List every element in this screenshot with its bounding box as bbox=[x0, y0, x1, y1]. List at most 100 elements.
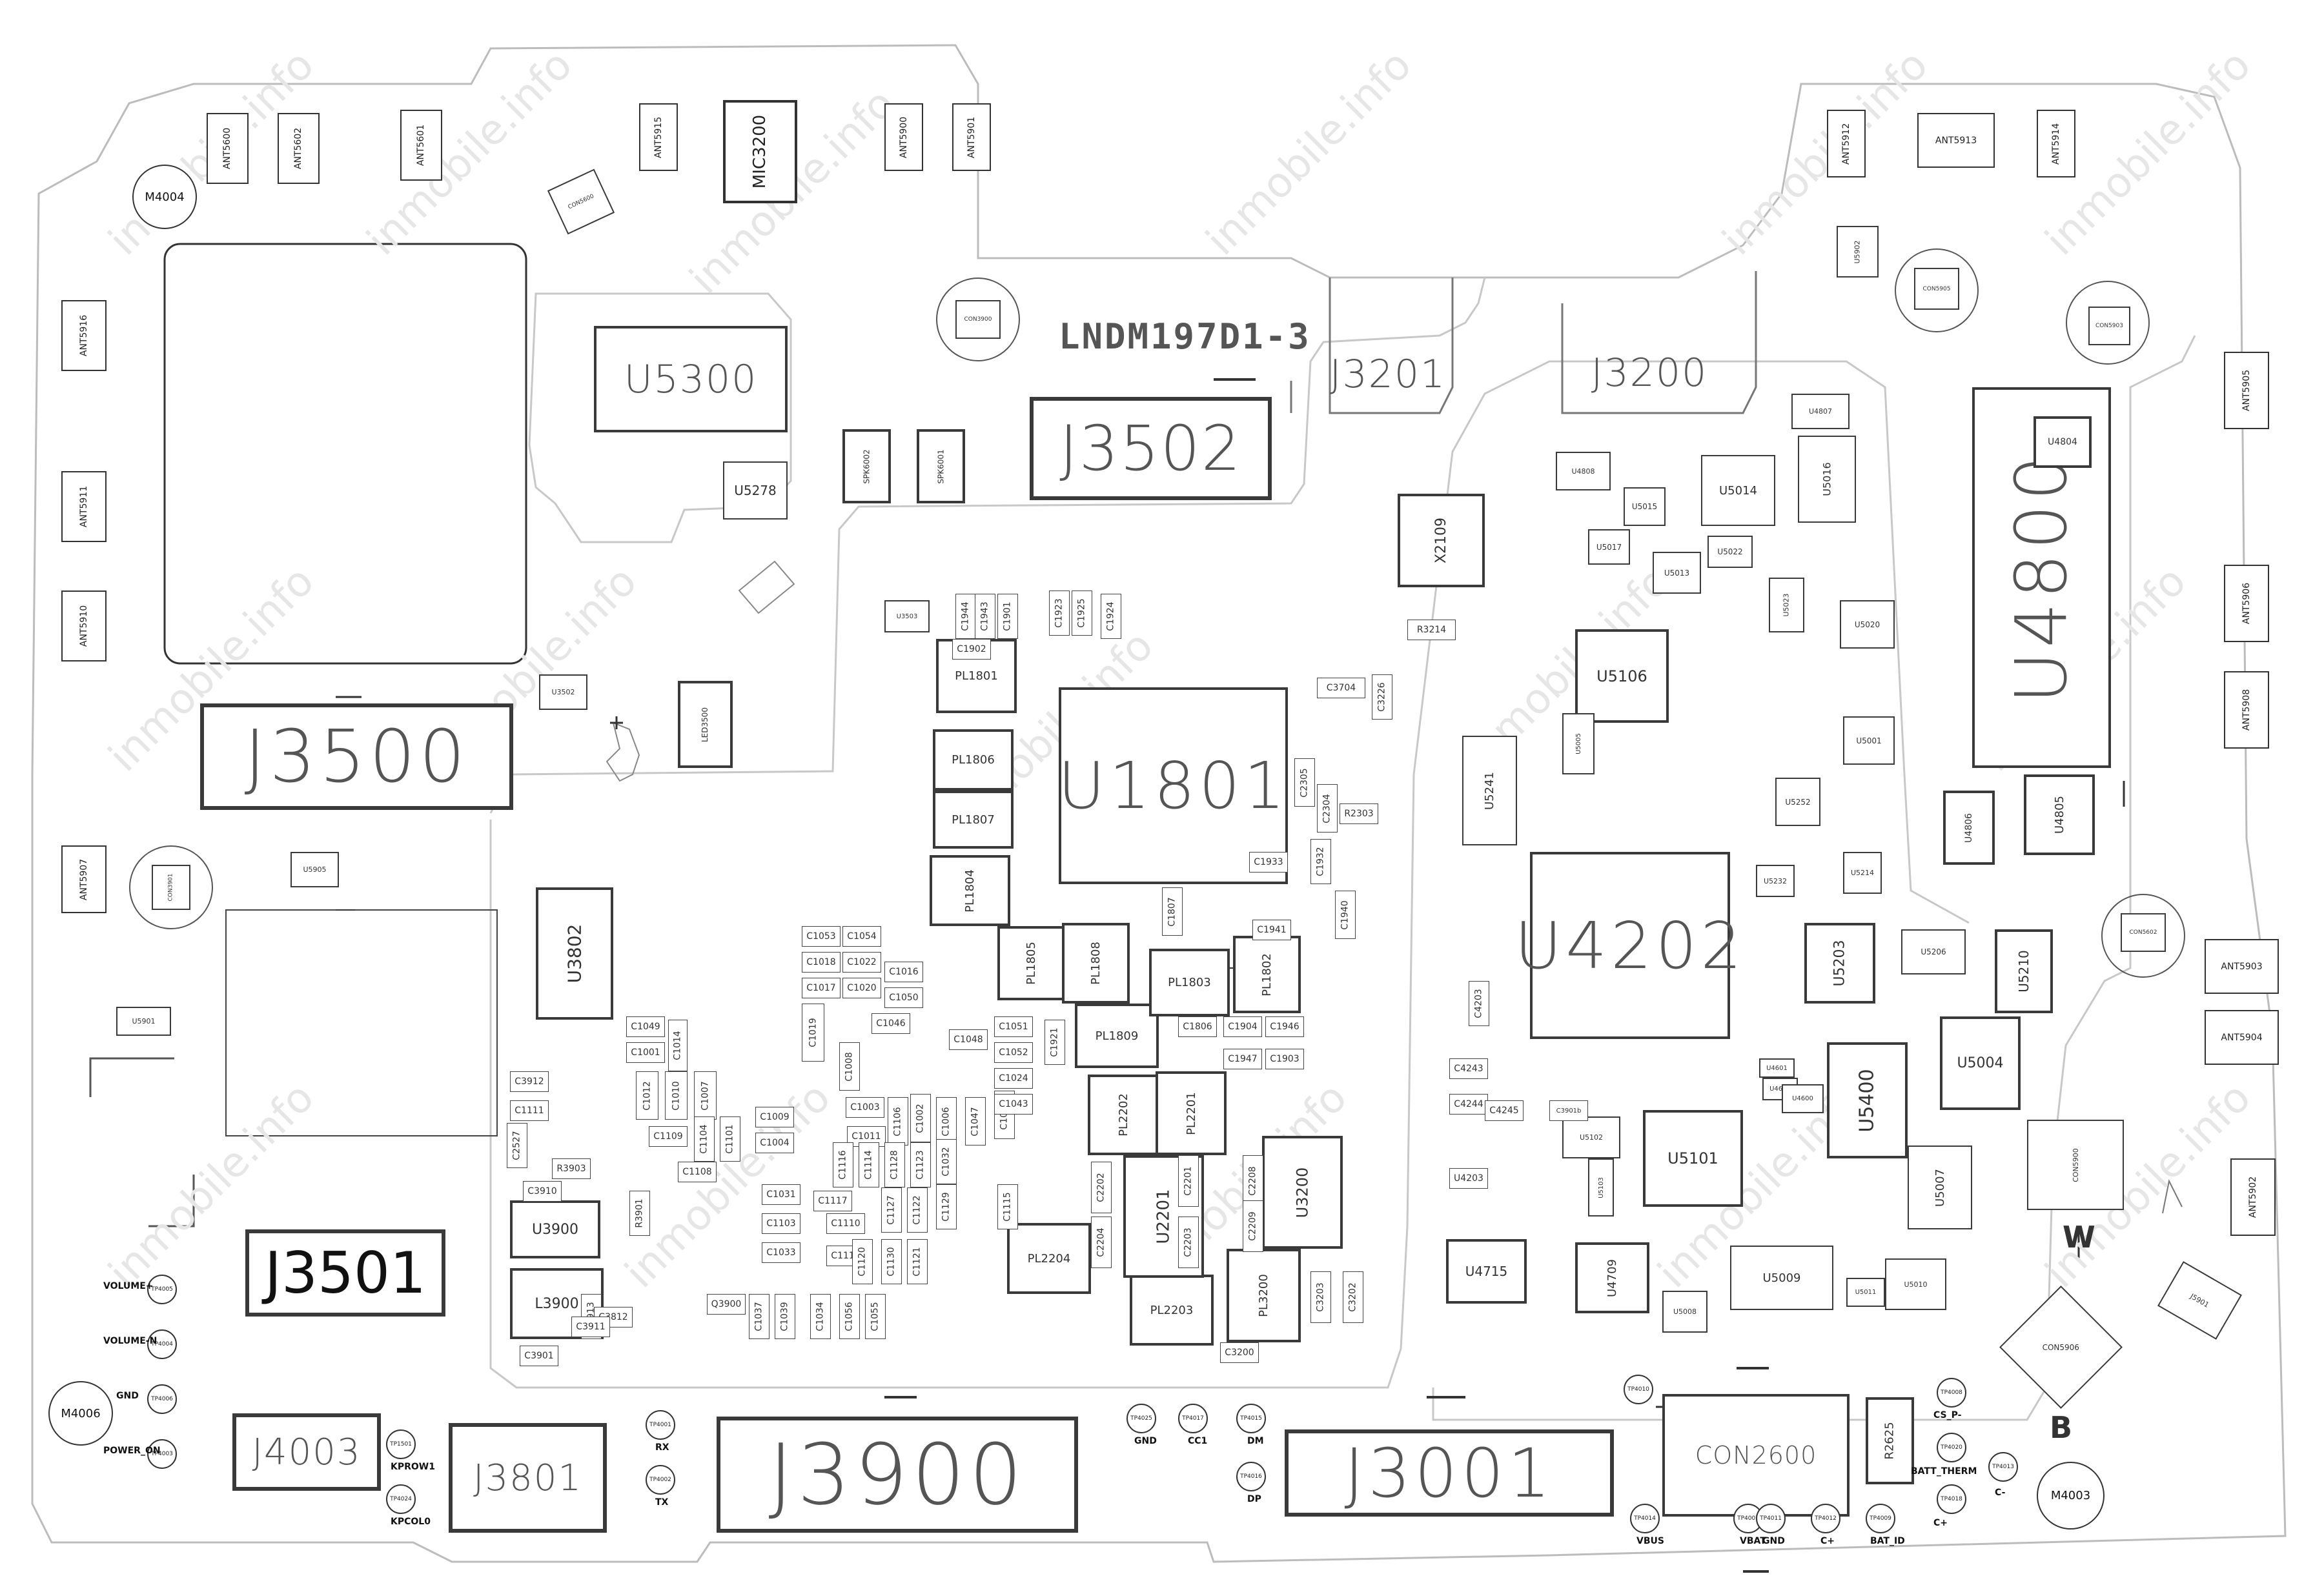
antenna-pad: ANT5905 bbox=[2224, 352, 2269, 429]
passive-component: C1925 bbox=[1072, 591, 1092, 636]
passive-component-label: C1116 bbox=[838, 1150, 848, 1180]
test-point: TP4013 bbox=[1988, 1452, 2018, 1482]
passive-component: C1944 bbox=[955, 594, 976, 639]
passive-component: C1127 bbox=[881, 1187, 902, 1233]
passive-component: C3910 bbox=[523, 1181, 562, 1202]
passive-component: C3202 bbox=[1343, 1271, 1363, 1323]
passive-component-label: C1004 bbox=[760, 1138, 790, 1148]
passive-component-label: C1012 bbox=[642, 1080, 653, 1111]
passive-component-label: C3704 bbox=[1326, 683, 1356, 693]
test-point: TP4012 bbox=[1811, 1504, 1840, 1533]
inductor-pl2203: PL2203 bbox=[1130, 1275, 1214, 1346]
connector-j3502: J3502 bbox=[1030, 397, 1272, 500]
passive-component-label: R3214 bbox=[1416, 625, 1447, 635]
passive-component-label: C1932 bbox=[1316, 847, 1326, 876]
test-point-id: TP4017 bbox=[1182, 1415, 1204, 1422]
passive-component: Q3900 bbox=[707, 1294, 746, 1315]
ic-u4709: U4709 bbox=[1575, 1242, 1649, 1313]
passive-component-label: C1003 bbox=[850, 1102, 880, 1113]
passive-component-label: C1011 bbox=[851, 1131, 881, 1142]
ic-u5103: U5103 bbox=[1588, 1158, 1614, 1217]
antenna-pad: ANT5600 bbox=[207, 113, 249, 184]
microphone-pad: MIC3200 bbox=[723, 100, 797, 203]
passive-component-label: C1128 bbox=[890, 1150, 900, 1180]
passive-component: C1037 bbox=[749, 1294, 770, 1339]
test-point-id: TP4001 bbox=[649, 1422, 671, 1428]
passive-component: C1016 bbox=[884, 962, 923, 982]
passive-component-label: C1110 bbox=[831, 1218, 861, 1229]
ic-u5106: U5106 bbox=[1575, 629, 1669, 723]
ic-u3503: U3503 bbox=[884, 600, 930, 632]
test-point: TP4024 bbox=[386, 1484, 416, 1514]
resistor-r2625: R2625 bbox=[1866, 1397, 1914, 1484]
passive-component: C1054 bbox=[842, 926, 881, 947]
test-point: TP4020 bbox=[1937, 1433, 1966, 1462]
mount-hole-m4004: M4004 bbox=[132, 165, 197, 229]
test-point-id: TP4011 bbox=[1760, 1515, 1782, 1522]
test-point-label: BATT_THERM bbox=[1911, 1466, 1977, 1477]
connector-j3500: J3500 bbox=[200, 703, 513, 810]
passive-component-label: C1947 bbox=[1228, 1054, 1258, 1064]
ic-u4601: U4601 bbox=[1759, 1058, 1795, 1078]
antenna-pad: ANT5602 bbox=[278, 113, 320, 184]
passive-component: C4245 bbox=[1485, 1100, 1524, 1121]
passive-component-label: C1043 bbox=[999, 1099, 1028, 1109]
ic-u5004: U5004 bbox=[1940, 1016, 2021, 1110]
passive-component-label: C1108 bbox=[682, 1167, 712, 1177]
connector-con5903: CON5903 bbox=[2088, 307, 2130, 345]
passive-component: C1932 bbox=[1310, 839, 1331, 884]
ic-u5210: U5210 bbox=[1995, 929, 2053, 1013]
test-point: TP4010 bbox=[1624, 1375, 1653, 1404]
circular-connector-outline bbox=[1895, 248, 1979, 332]
connector-j3501: J3501 bbox=[245, 1229, 445, 1317]
passive-component: C1047 bbox=[965, 1097, 986, 1146]
antenna-pad: ANT5915 bbox=[639, 103, 678, 171]
test-point: TP4005 bbox=[147, 1275, 177, 1304]
connector-j3001: J3001 bbox=[1285, 1429, 1614, 1517]
passive-component-label: C3226 bbox=[1377, 682, 1387, 712]
passive-component: C1123 bbox=[910, 1142, 931, 1187]
test-point-id: TP4006 bbox=[151, 1396, 173, 1402]
passive-component: C3901b bbox=[1549, 1100, 1588, 1121]
ic-u4715: U4715 bbox=[1446, 1239, 1527, 1304]
ic-u5011: U5011 bbox=[1846, 1278, 1885, 1307]
passive-component: C1053 bbox=[802, 926, 841, 947]
passive-component-label: C3202 bbox=[1348, 1282, 1358, 1312]
test-point-label: GND bbox=[116, 1391, 139, 1401]
passive-component: C1056 bbox=[839, 1294, 860, 1339]
test-point: TP4008 bbox=[1937, 1378, 1966, 1408]
passive-component: C1947 bbox=[1223, 1049, 1262, 1069]
ic-u3900: U3900 bbox=[510, 1200, 600, 1258]
passive-component: C1121 bbox=[907, 1239, 928, 1284]
passive-component: C1052 bbox=[994, 1042, 1033, 1063]
passive-component-label: C1941 bbox=[1257, 925, 1287, 935]
passive-component-label: C1037 bbox=[754, 1302, 764, 1331]
antenna-pad: ANT5907 bbox=[61, 845, 107, 913]
passive-component: C3203 bbox=[1310, 1271, 1331, 1323]
passive-component: R3214 bbox=[1407, 620, 1456, 640]
passive-component: C2203 bbox=[1178, 1217, 1199, 1268]
passive-component-label: C2203 bbox=[1183, 1227, 1194, 1257]
passive-component-label: C1002 bbox=[915, 1103, 926, 1133]
inductor-pl3200: PL3200 bbox=[1227, 1249, 1301, 1342]
passive-component-label: C1022 bbox=[847, 957, 877, 967]
connector-con3901: CON3901 bbox=[152, 865, 190, 910]
test-point-id: TP4007 bbox=[1737, 1515, 1759, 1522]
test-point-label: VBUS bbox=[1636, 1536, 1664, 1546]
passive-component: C1111 bbox=[510, 1100, 549, 1121]
passive-component: C1940 bbox=[1335, 891, 1356, 939]
test-point-label: VOLUME+ bbox=[103, 1281, 154, 1291]
passive-component: R3901 bbox=[629, 1191, 650, 1236]
test-point-id: TP1501 bbox=[390, 1441, 412, 1448]
passive-component: C2202 bbox=[1091, 1162, 1112, 1213]
passive-component: R2303 bbox=[1340, 803, 1378, 824]
test-point: TP4017 bbox=[1178, 1404, 1208, 1433]
passive-component-label: C1050 bbox=[889, 993, 919, 1003]
test-point-id: TP4010 bbox=[1627, 1386, 1649, 1393]
test-point-label: CC1 bbox=[1188, 1436, 1208, 1446]
passive-component-label: C2202 bbox=[1096, 1173, 1106, 1202]
ic-u5278: U5278 bbox=[723, 461, 788, 520]
passive-component: C1128 bbox=[884, 1142, 905, 1187]
passive-component-label: C1046 bbox=[876, 1018, 906, 1029]
passive-component-label: C1923 bbox=[1054, 598, 1065, 628]
